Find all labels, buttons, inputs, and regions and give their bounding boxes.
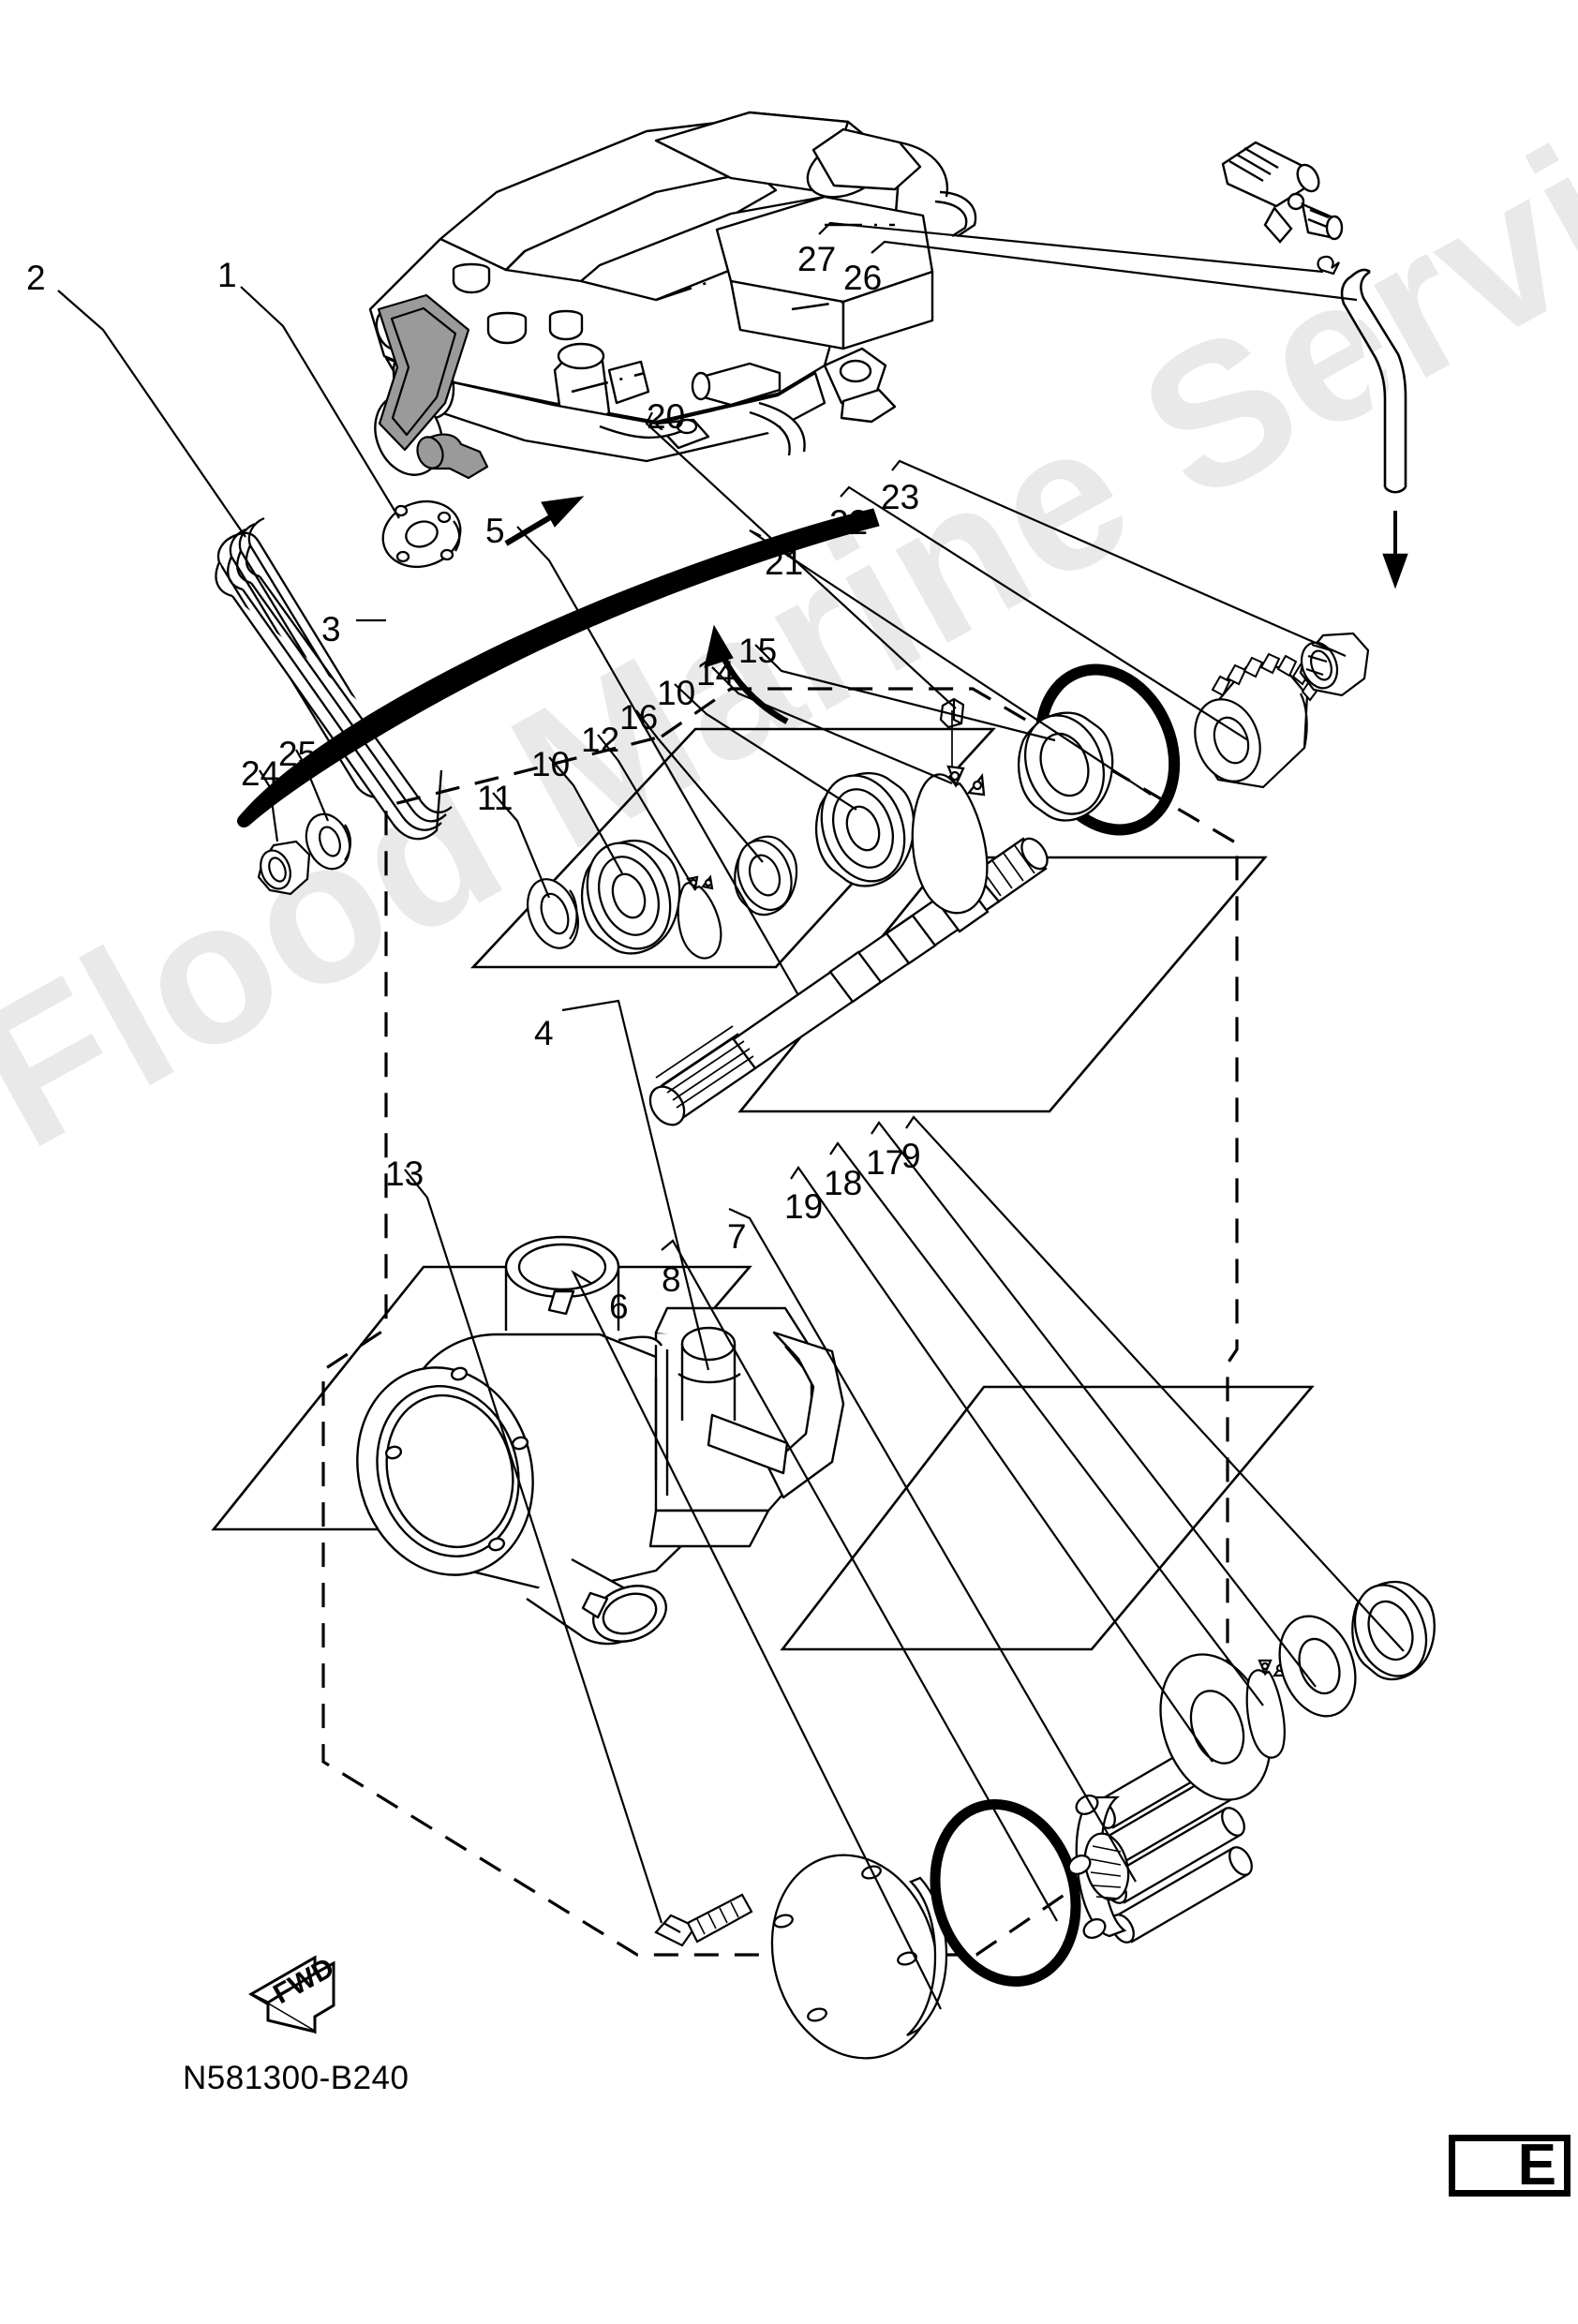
mount-flange-illustration: [381, 500, 462, 568]
section-code-letter: E: [1517, 2133, 1556, 2197]
flat-washer-illustration: [305, 812, 352, 871]
callout-25[interactable]: 25: [278, 735, 318, 773]
leader-8: [661, 1239, 1058, 1922]
leader-23: [891, 459, 1347, 658]
callout-22[interactable]: 22: [829, 503, 869, 542]
callout-13[interactable]: 13: [385, 1155, 424, 1193]
callout-1[interactable]: 1: [217, 256, 237, 294]
pump-housing-illustration: [356, 1235, 845, 1646]
oil-seal-illustration: [527, 878, 579, 949]
callout-16[interactable]: 16: [619, 698, 659, 737]
callout-23[interactable]: 23: [881, 478, 920, 516]
leader-15: [754, 644, 1056, 742]
callout-19[interactable]: 19: [784, 1187, 824, 1226]
leader-10-upper: [674, 683, 857, 811]
callout-24[interactable]: 24: [241, 754, 280, 793]
leader-25: [295, 749, 330, 822]
leader-20: [645, 411, 957, 709]
callout-4[interactable]: 4: [534, 1014, 554, 1052]
callout-15[interactable]: 15: [738, 632, 778, 670]
circlip-large-illustration: [911, 765, 989, 915]
leader-21: [749, 529, 1152, 796]
callout-3[interactable]: 3: [321, 610, 341, 648]
leader-2: [57, 290, 246, 538]
callout-21[interactable]: 21: [765, 544, 804, 582]
assembly-flow-indicator: [236, 496, 880, 828]
callout-7[interactable]: 7: [727, 1217, 747, 1256]
leader-7: [728, 1207, 1137, 1883]
callout-6[interactable]: 6: [609, 1288, 629, 1326]
leader-5: [516, 526, 799, 996]
engine-assembly-illustration: [368, 111, 977, 480]
leader-27: [818, 221, 1324, 274]
leader-4: [561, 999, 710, 1371]
leader-14: [711, 666, 953, 785]
circlip-small-illustration: [677, 874, 722, 960]
leader-19: [790, 1166, 1213, 1763]
drive-gear-illustration: [1194, 652, 1320, 789]
diagram-part-number: N581300-B240: [183, 2060, 409, 2096]
bearing-collar-illustration: [1351, 1580, 1436, 1681]
callout-14[interactable]: 14: [696, 654, 736, 693]
leader-22: [840, 485, 1249, 741]
leader-17: [871, 1121, 1317, 1688]
callout-8[interactable]: 8: [662, 1260, 681, 1299]
callout-5[interactable]: 5: [485, 512, 505, 550]
callout-17[interactable]: 17: [866, 1143, 905, 1182]
pump-shaft-illustration: [648, 710, 1049, 1126]
callout-27[interactable]: 27: [797, 240, 837, 278]
gear-nut-illustration: [1299, 632, 1370, 697]
callout-18[interactable]: 18: [824, 1164, 863, 1202]
drain-cock-assembly: [1221, 141, 1408, 589]
ball-bearing-lower-illustration: [580, 839, 681, 955]
leader-10-lower: [548, 756, 623, 874]
spacer-illustration: [734, 835, 798, 916]
callout-26[interactable]: 26: [843, 259, 883, 297]
leader-18: [829, 1141, 1264, 1706]
leader-6: [571, 1270, 942, 2010]
leader-16: [635, 709, 764, 863]
cover-plate-illustration: [770, 1854, 948, 2060]
callout-20[interactable]: 20: [647, 397, 686, 436]
fwd-direction-arrow: [248, 1955, 335, 2034]
leader-11: [492, 792, 551, 899]
callout-11[interactable]: 11: [477, 779, 514, 817]
callout-9[interactable]: 9: [901, 1137, 921, 1175]
leader-1: [240, 286, 400, 519]
callout-12[interactable]: 12: [581, 721, 620, 759]
callout-10-upper[interactable]: 10: [657, 674, 696, 712]
leader-24: [259, 769, 279, 842]
o-ring-cover-illustration: [930, 1799, 1081, 1987]
cover-screw-illustration: [654, 1893, 753, 1947]
seal-ring-illustration: [1017, 711, 1114, 822]
leader-lines: [57, 221, 1405, 2010]
callout-10-lower[interactable]: 10: [531, 745, 571, 783]
section-code-box: E: [1449, 2135, 1571, 2197]
lock-nut-illustration: [257, 840, 311, 896]
ball-bearing-upper-illustration: [814, 771, 916, 887]
leader-12: [597, 734, 696, 891]
callout-2[interactable]: 2: [26, 259, 46, 297]
leader-26: [871, 240, 1358, 302]
leader-13: [404, 1169, 663, 1924]
leader-9: [905, 1115, 1405, 1652]
